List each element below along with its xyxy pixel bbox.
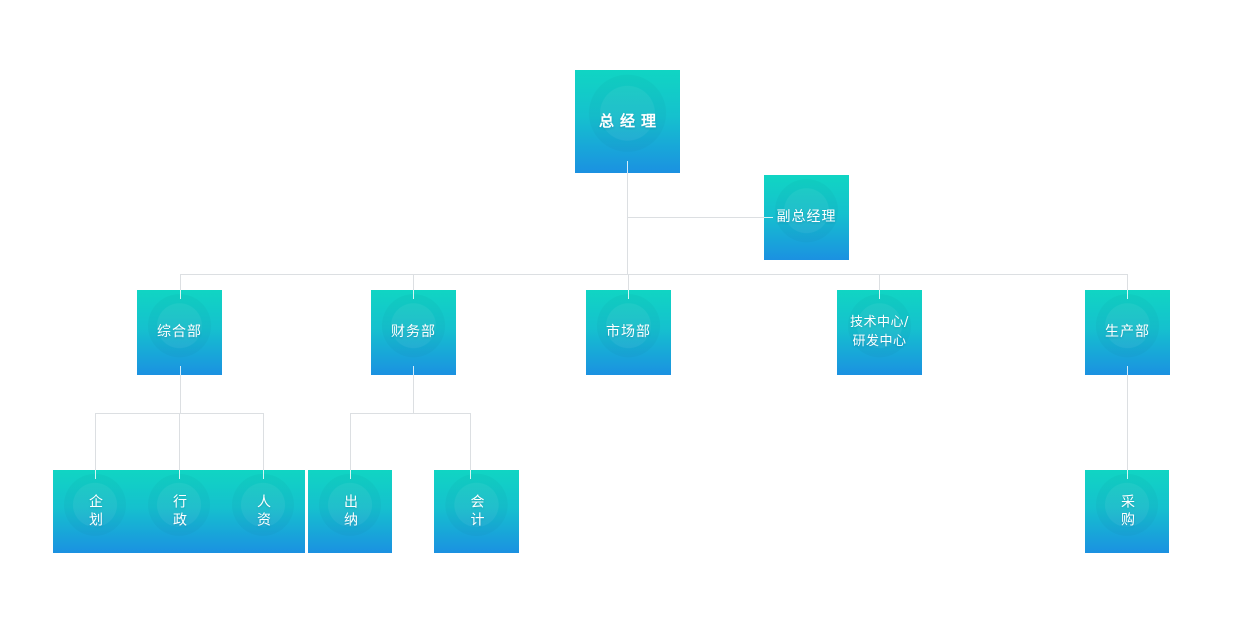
- tick-production-bottom: [1127, 366, 1128, 375]
- connector-stub-accounting: [470, 413, 471, 470]
- org-node-accounting[interactable]: 会计: [434, 470, 519, 553]
- org-node-production-department[interactable]: 生产部: [1085, 290, 1170, 375]
- tick-hr-top: [263, 470, 264, 479]
- org-node-deputy-general-manager[interactable]: 副总经理: [764, 175, 849, 260]
- tick-planning-top: [95, 470, 96, 479]
- connector-stub-admin: [179, 413, 180, 470]
- tick-general-bottom: [180, 366, 181, 375]
- connector-stub-tech: [879, 274, 880, 290]
- tick-production-top: [1127, 290, 1128, 299]
- org-node-general-department[interactable]: 综合部: [137, 290, 222, 375]
- connector-gm-trunk: [627, 173, 628, 274]
- tick-cashier-top: [350, 470, 351, 479]
- org-node-label: 行政: [171, 493, 187, 530]
- org-node-label: 财务部: [391, 324, 436, 341]
- org-node-general-manager[interactable]: 总经理: [575, 70, 680, 173]
- tick-gm-bottom: [627, 161, 628, 173]
- org-node-label: 副总经理: [776, 209, 837, 226]
- connector-stub-finance: [413, 274, 414, 290]
- connector-stub-planning: [95, 413, 96, 470]
- connector-production-down: [1127, 375, 1128, 470]
- org-node-tech-rd-center[interactable]: 技术中心/ 研发中心: [837, 290, 922, 375]
- connector-stub-marketing: [628, 274, 629, 290]
- org-node-marketing-department[interactable]: 市场部: [586, 290, 671, 375]
- connector-stub-hr: [263, 413, 264, 470]
- connector-stub-cashier: [350, 413, 351, 470]
- connector-finance-rail: [350, 413, 470, 414]
- tick-finance-top: [413, 290, 414, 299]
- org-node-label: 市场部: [606, 324, 651, 341]
- connector-deputy-branch: [627, 217, 764, 218]
- org-node-procurement[interactable]: 采购: [1085, 470, 1169, 553]
- org-node-human-resources[interactable]: 人资: [221, 470, 305, 553]
- tick-procurement-top: [1127, 470, 1128, 479]
- tick-tech-top: [879, 290, 880, 299]
- tick-admin-top: [179, 470, 180, 479]
- org-node-label: 采购: [1119, 493, 1135, 530]
- tick-deputy-left: [764, 217, 773, 218]
- tick-finance-bottom: [413, 366, 414, 375]
- tick-general-top: [180, 290, 181, 299]
- connector-main-rail: [180, 274, 1127, 275]
- connector-stub-general: [180, 274, 181, 290]
- org-node-label: 生产部: [1105, 324, 1150, 341]
- org-node-label: 企划: [87, 493, 103, 530]
- org-node-label: 会计: [468, 493, 485, 530]
- tick-accounting-top: [470, 470, 471, 479]
- org-node-administration[interactable]: 行政: [137, 470, 221, 553]
- org-node-label: 总经理: [598, 111, 662, 130]
- connector-finance-down: [413, 375, 414, 413]
- org-node-label: 综合部: [157, 324, 202, 341]
- connector-general-down: [180, 375, 181, 413]
- org-node-label: 出纳: [342, 493, 358, 530]
- org-node-label: 技术中心/ 研发中心: [850, 314, 909, 349]
- org-node-finance-department[interactable]: 财务部: [371, 290, 456, 375]
- org-node-planning[interactable]: 企划: [53, 470, 137, 553]
- tick-marketing-top: [628, 290, 629, 299]
- org-node-cashier[interactable]: 出纳: [308, 470, 392, 553]
- connector-stub-production: [1127, 274, 1128, 290]
- org-node-label: 人资: [255, 493, 271, 530]
